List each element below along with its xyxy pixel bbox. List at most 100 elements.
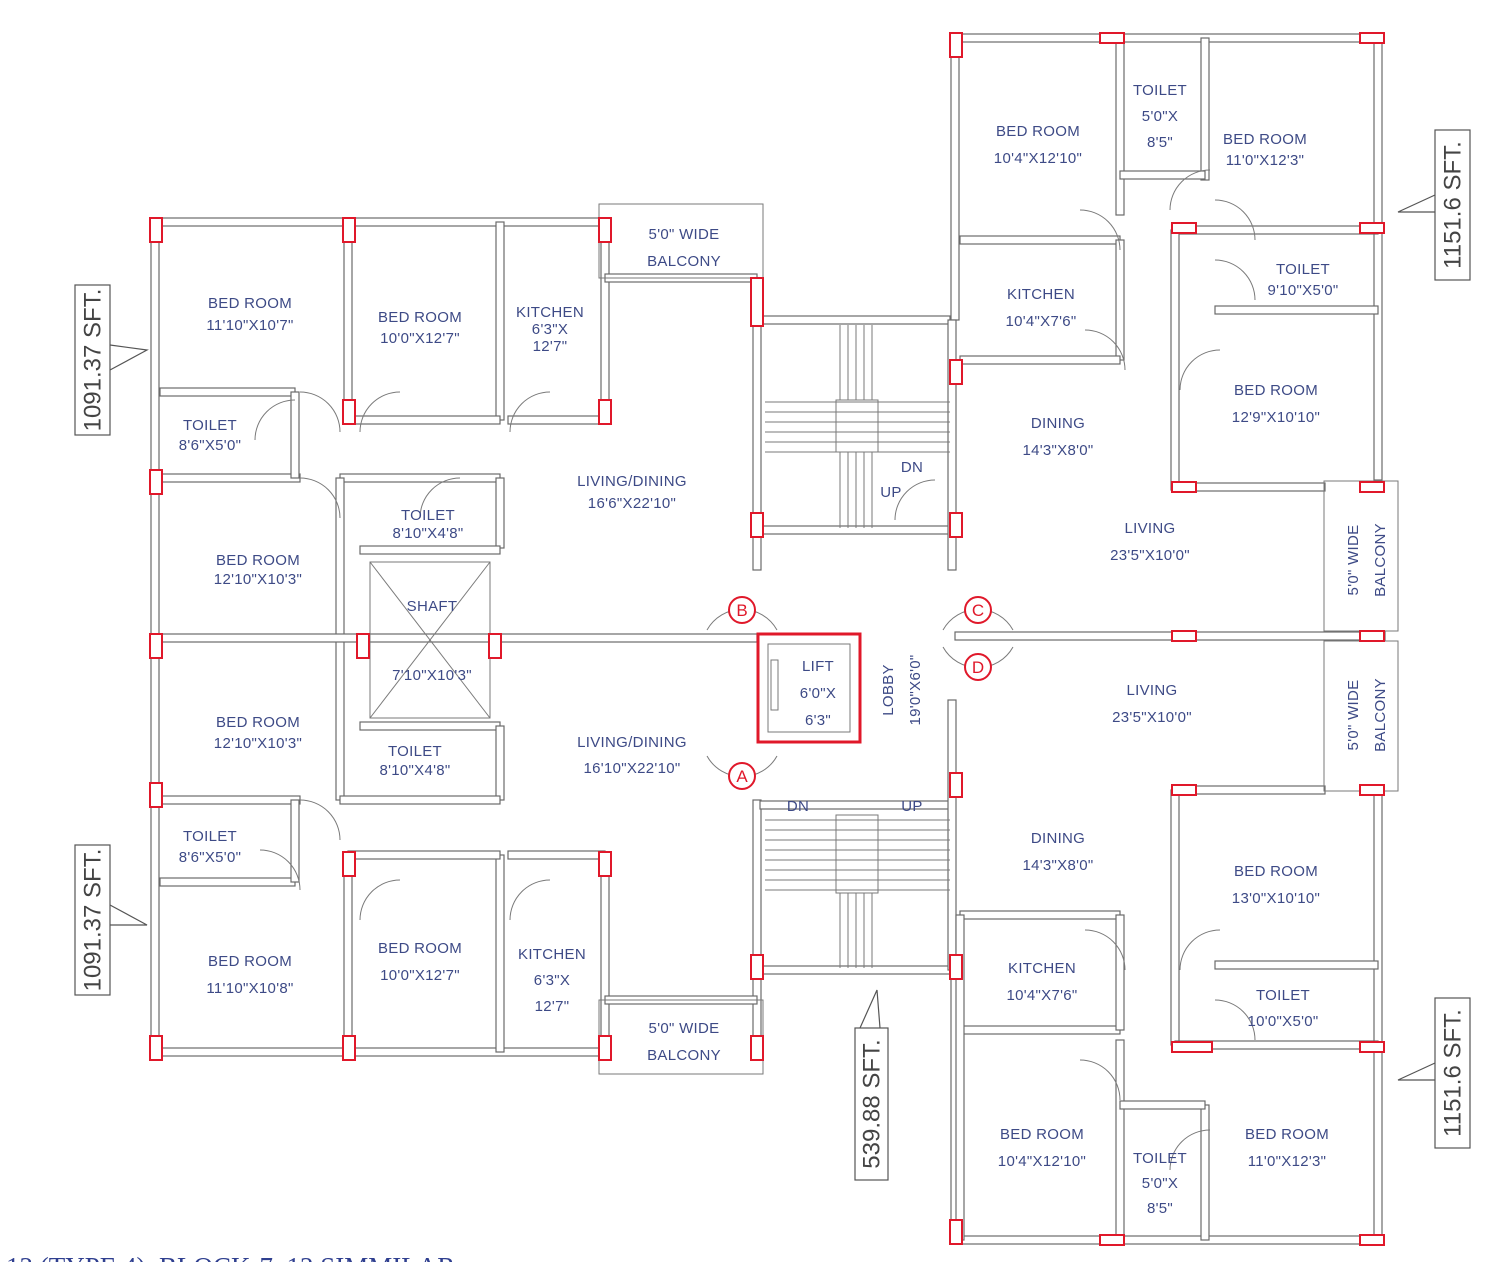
room-name: TOILET [388, 743, 442, 760]
column [149, 217, 163, 243]
room-name: 5'0" WIDE [1345, 680, 1362, 751]
wall-segment [1115, 1039, 1125, 1241]
wall-segment [339, 795, 501, 805]
column [488, 633, 502, 659]
room-label: LOBBY 19'0"X6'0" [880, 654, 924, 725]
wall-segment [1200, 1104, 1210, 1241]
wall-segment [343, 854, 353, 1053]
room-dimension: 8'5" [1147, 1200, 1173, 1217]
room-dimension: 12'10"X10'3" [214, 735, 302, 752]
door-swing [1169, 169, 1211, 211]
wall-segment [600, 854, 610, 1053]
column [598, 399, 612, 425]
room-name: SHAFT [407, 598, 458, 615]
wall-segment [154, 633, 758, 643]
wall-segment [343, 221, 353, 421]
wall-segment [959, 355, 1121, 365]
stair-direction-label: UP [901, 798, 922, 815]
column [149, 469, 163, 495]
wall-segment [159, 795, 301, 805]
wall-segment [1170, 789, 1180, 1046]
room-dimension: 7'10"X10'3" [392, 667, 472, 684]
flat-marker-letter: D [972, 658, 984, 677]
wall-segment [600, 221, 610, 419]
room-dimension: 23'5"X10'0" [1112, 709, 1192, 726]
room-name: TOILET [1133, 82, 1187, 99]
room-dimension: 14'3"X8'0" [1022, 442, 1093, 459]
wall-segment [954, 1235, 1383, 1245]
door-swing [359, 879, 401, 921]
room-dimension: 8'10"X4'8" [392, 525, 463, 542]
door-swing [299, 391, 341, 433]
room-name: TOILET [183, 417, 237, 434]
door-swing [359, 391, 401, 433]
wall-segment [359, 721, 501, 731]
room-name: BED ROOM [1245, 1126, 1329, 1143]
wall-segment [495, 854, 505, 1053]
room-name: BED ROOM [1234, 382, 1318, 399]
room-name: BED ROOM [208, 953, 292, 970]
area-tag-text: 539.88 SFT. [859, 1039, 886, 1168]
room-name: KITCHEN [1008, 960, 1076, 977]
column [949, 772, 963, 798]
wall-segment [149, 1047, 606, 1057]
wall-segment [1174, 785, 1326, 795]
column [1359, 1234, 1385, 1246]
room-name: LIFT [802, 658, 834, 675]
structural-columns [149, 32, 1385, 1246]
room-name: BED ROOM [216, 714, 300, 731]
details [254, 169, 1399, 1171]
area-tag-text: 1091.37 SFT. [80, 289, 107, 432]
flat-marker-letter: A [736, 767, 748, 786]
wall-segment [290, 799, 300, 883]
room-dimension: 14'3"X8'0" [1022, 857, 1093, 874]
room-name: KITCHEN [518, 946, 586, 963]
door-swing [1079, 1059, 1121, 1101]
room-dimension: 16'6"X22'10" [588, 495, 676, 512]
stair-direction-label: DN [787, 798, 809, 815]
column [598, 217, 612, 243]
room-name: TOILET [1276, 261, 1330, 278]
column [949, 359, 963, 385]
door-swing [1214, 259, 1256, 301]
room-name: DINING [1031, 830, 1085, 847]
wall-segment [495, 477, 505, 549]
door-swing [254, 399, 296, 441]
stair-direction-label: DN [901, 459, 923, 476]
room-name: TOILET [401, 507, 455, 524]
room-dimension: 16'10"X22'10" [583, 760, 680, 777]
room-name: BED ROOM [378, 309, 462, 326]
wall-segment [290, 391, 300, 479]
wall-segment [1373, 37, 1383, 481]
wall-segment [759, 315, 951, 325]
door-swing [1179, 349, 1221, 391]
room-dimension: 19'0"X6'0" [907, 654, 924, 725]
column [949, 1219, 963, 1245]
room-name: LOBBY [880, 664, 897, 716]
column [149, 633, 163, 659]
wall-segment [1174, 482, 1326, 492]
wall-segment [1119, 1100, 1206, 1110]
door-swing [1079, 209, 1121, 251]
wall-segment [159, 473, 301, 483]
door-swing [259, 849, 301, 891]
room-label: DINING 14'3"X8'0" [1022, 830, 1093, 874]
column [949, 954, 963, 980]
wall-segment [954, 631, 1386, 641]
stair-direction-label: UP [880, 484, 901, 501]
flat-marker: B [706, 596, 778, 631]
